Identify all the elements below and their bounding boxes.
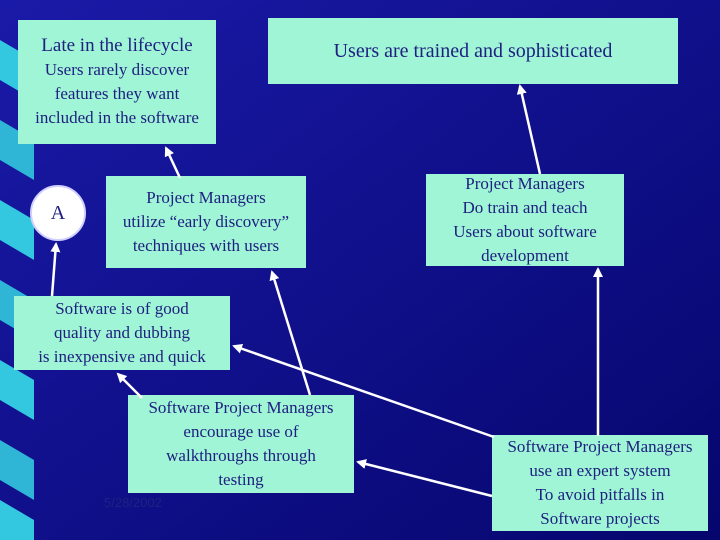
node-line: Users rarely discover — [44, 60, 190, 79]
circle-node-a: A — [30, 185, 86, 241]
node-line: walkthroughs through — [166, 446, 316, 465]
node-users-trained: Users are trained and sophisticated — [268, 18, 678, 84]
node-line: Users about software — [453, 222, 597, 241]
node-line: development — [481, 246, 569, 265]
node-line: Late in the lifecycle — [41, 35, 193, 56]
node-line: Project Managers — [465, 174, 585, 193]
node-line: Software Project Managers — [507, 437, 693, 456]
node-line: techniques with users — [132, 236, 280, 255]
node-spm-walkthroughs: Software Project Managers encourage use … — [128, 395, 354, 493]
node-late-lifecycle: Late in the lifecycle Users rarely disco… — [18, 20, 216, 144]
node-spm-expert-system: Software Project Managers use an expert … — [492, 435, 708, 531]
node-line: encourage use of — [183, 422, 299, 441]
node-pm-train-teach: Project Managers Do train and teach User… — [426, 174, 624, 266]
circle-label: A — [50, 201, 66, 224]
node-line: use an expert system — [529, 461, 671, 480]
node-line: Software Project Managers — [148, 398, 334, 417]
node-line: Software projects — [540, 509, 660, 528]
node-line: Users are trained and sophisticated — [333, 40, 613, 62]
node-line: included in the software — [35, 108, 199, 127]
node-line: utilize “early discovery” — [122, 212, 290, 231]
node-line: Software is of good — [55, 299, 189, 318]
node-software-good-quality: Software is of good quality and dubbing … — [14, 296, 230, 370]
node-line: Project Managers — [146, 188, 266, 207]
node-line: To avoid pitfalls in — [535, 485, 665, 504]
node-line: features they want — [54, 84, 180, 103]
slide-date: 5/28/2002 — [104, 495, 162, 510]
node-line: testing — [218, 470, 264, 489]
node-pm-early-discovery: Project Managers utilize “early discover… — [106, 176, 306, 268]
node-line: is inexpensive and quick — [38, 347, 206, 366]
node-line: Do train and teach — [462, 198, 588, 217]
node-line: quality and dubbing — [54, 323, 190, 342]
